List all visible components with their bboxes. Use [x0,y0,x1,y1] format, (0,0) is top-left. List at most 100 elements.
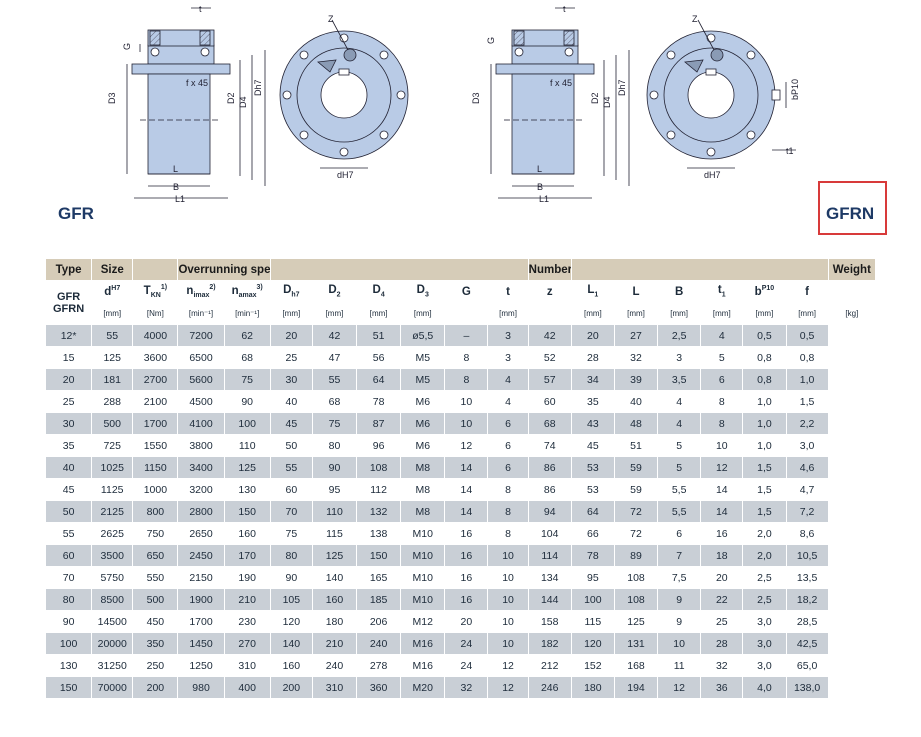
table-cell: 55 [311,368,358,391]
column-unit: [mm] [613,302,659,325]
table-cell: 4,6 [785,456,829,479]
label-L1: L1 [175,194,185,204]
table-cell: 125 [91,346,134,369]
table-cell: 10 [657,632,702,655]
table-cell: 400 [223,676,271,699]
table-cell: 16 [444,544,489,567]
gfrn-highlight-box [818,181,887,235]
table-cell: – [444,324,489,347]
column-unit: [Nm] [132,302,179,325]
table-cell: 20 [44,368,93,391]
table-cell: 13,5 [785,566,829,589]
table-cell: 2150 [177,566,225,589]
table-cell: 0,8 [742,346,787,369]
table-cell: 288 [91,390,134,413]
table-cell: 750 [132,522,179,545]
table-cell: 12* [44,324,93,347]
table-cell: 53 [570,478,615,501]
table-cell: 39 [613,368,659,391]
label-dH7: dH7 [337,170,354,180]
column-unit: [mm] [570,302,615,325]
table-cell: 4500 [177,390,225,413]
table-cell: 68 [223,346,271,369]
table-cell: 182 [527,632,572,655]
table-cell: 3 [487,324,529,347]
table-cell: 6 [657,522,702,545]
table-cell: 10 [444,412,489,435]
gfrn-label: GFRN [826,204,875,223]
table-cell: 360 [356,676,402,699]
table-cell: 212 [527,654,572,677]
table-cell: 59 [613,478,659,501]
table-cell: 14 [444,500,489,523]
column-unit: [kg] [827,302,877,325]
table-cell: 3500 [91,544,134,567]
table-cell: 89 [613,544,659,567]
table-cell: 2,0 [742,544,787,567]
column-symbol: f [785,280,829,303]
table-cell: 55 [91,324,134,347]
table-cell: M8 [400,478,446,501]
technical-drawing: t G f x 45 D3 D2 D4 Dh7 L B L1 Z dH7 [107,4,800,204]
column-symbol: D4 [356,280,402,303]
table-cell: 2650 [177,522,225,545]
table-cell: 45 [570,434,615,457]
header-blank-1 [132,258,179,281]
table-cell: 6 [487,434,529,457]
table-cell: 90 [223,390,271,413]
table-cell: 165 [356,566,402,589]
table-cell: 86 [527,456,572,479]
table-cell: 125 [311,544,358,567]
table-cell: 140 [311,566,358,589]
table-cell: 4,7 [785,478,829,501]
table-cell: 1450 [177,632,225,655]
table-cell: 2800 [177,500,225,523]
table-cell: 95 [570,566,615,589]
label-Dh7-2: Dh7 [617,79,627,96]
table-cell: 158 [527,610,572,633]
table-cell: 8 [487,500,529,523]
table-cell: 104 [527,522,572,545]
table-cell: 70 [44,566,93,589]
label-D2-2: D2 [590,92,600,104]
table-cell: 8,6 [785,522,829,545]
table-cell: 160 [311,588,358,611]
table-cell: 14500 [91,610,134,633]
table-cell: 5750 [91,566,134,589]
table-cell: 131 [613,632,659,655]
table-cell: 2450 [177,544,225,567]
table-cell: 45 [44,478,93,501]
table-cell: 12 [444,434,489,457]
table-cell: M10 [400,522,446,545]
table-cell: 3 [487,346,529,369]
table-cell: 4000 [132,324,179,347]
table-cell: 181 [91,368,134,391]
column-symbol: bP10 [742,280,787,303]
column-unit [527,302,572,325]
table-cell: M5 [400,346,446,369]
table-cell: 20 [700,566,744,589]
table-cell: 250 [132,654,179,677]
table-cell: 10,5 [785,544,829,567]
table-cell: 32 [700,654,744,677]
table-cell: 16 [444,566,489,589]
table-cell: 75 [311,412,358,435]
label-G: G [122,43,132,50]
table-cell: 86 [527,478,572,501]
table-cell: 40 [44,456,93,479]
table-cell: 3,5 [657,368,702,391]
column-symbol: t [487,280,529,303]
type-label-gfr: GFR [56,290,81,303]
table-cell: 0,8 [742,368,787,391]
column-symbol: Dh7 [269,280,313,303]
table-cell: 210 [223,588,271,611]
table-cell: 42 [311,324,358,347]
table-cell: 500 [132,588,179,611]
table-cell: 10 [487,566,529,589]
table-cell: 500 [91,412,134,435]
header-number: Number [527,258,572,281]
